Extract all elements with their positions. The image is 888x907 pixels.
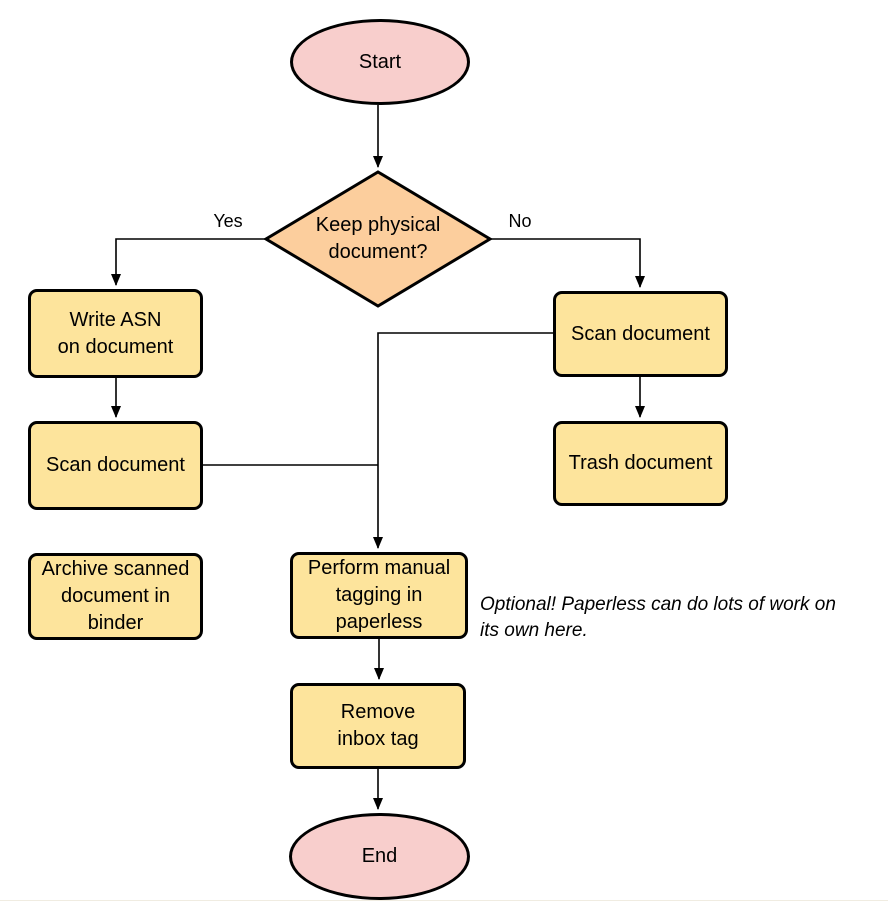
manual-tagging-label: Perform manual tagging in paperless	[307, 557, 451, 633]
end-label: End	[361, 845, 398, 867]
scan-document-left-label: Scan document	[46, 454, 185, 476]
write-asn-node: Write ASN on document	[28, 289, 203, 378]
start-node: Start	[290, 19, 470, 105]
remove-inbox-tag-label: Remove inbox tag	[337, 701, 419, 750]
note-optional: Optional! Paperless can do lots of work …	[480, 594, 836, 641]
page-bottom-border	[0, 900, 888, 901]
edge-decision-no	[490, 238, 645, 288]
edge-decision-yes	[111, 238, 266, 286]
trash-document-node: Trash document	[553, 421, 728, 506]
decision-label: Keep physical document?	[315, 214, 441, 263]
scan-document-right-node: Scan document	[553, 291, 728, 377]
remove-inbox-tag-node: Remove inbox tag	[290, 683, 466, 769]
trash-document-label: Trash document	[568, 452, 713, 474]
start-label: Start	[358, 50, 402, 73]
write-asn-label: Write ASN on document	[57, 308, 174, 358]
decision-diamond-shape	[263, 170, 493, 308]
edge-scanright-to-tagging	[373, 332, 553, 549]
scan-document-right-label: Scan document	[571, 322, 710, 345]
edge-label-no: No	[508, 211, 532, 231]
manual-tagging-node: Perform manual tagging in paperless	[290, 552, 468, 639]
archive-label: Archive scanned document in binder	[41, 558, 190, 634]
archive-node: Archive scanned document in binder	[28, 553, 203, 640]
scan-document-left-node: Scan document	[28, 421, 203, 510]
edge-label-yes: Yes	[213, 211, 243, 231]
end-node: End	[289, 813, 470, 900]
